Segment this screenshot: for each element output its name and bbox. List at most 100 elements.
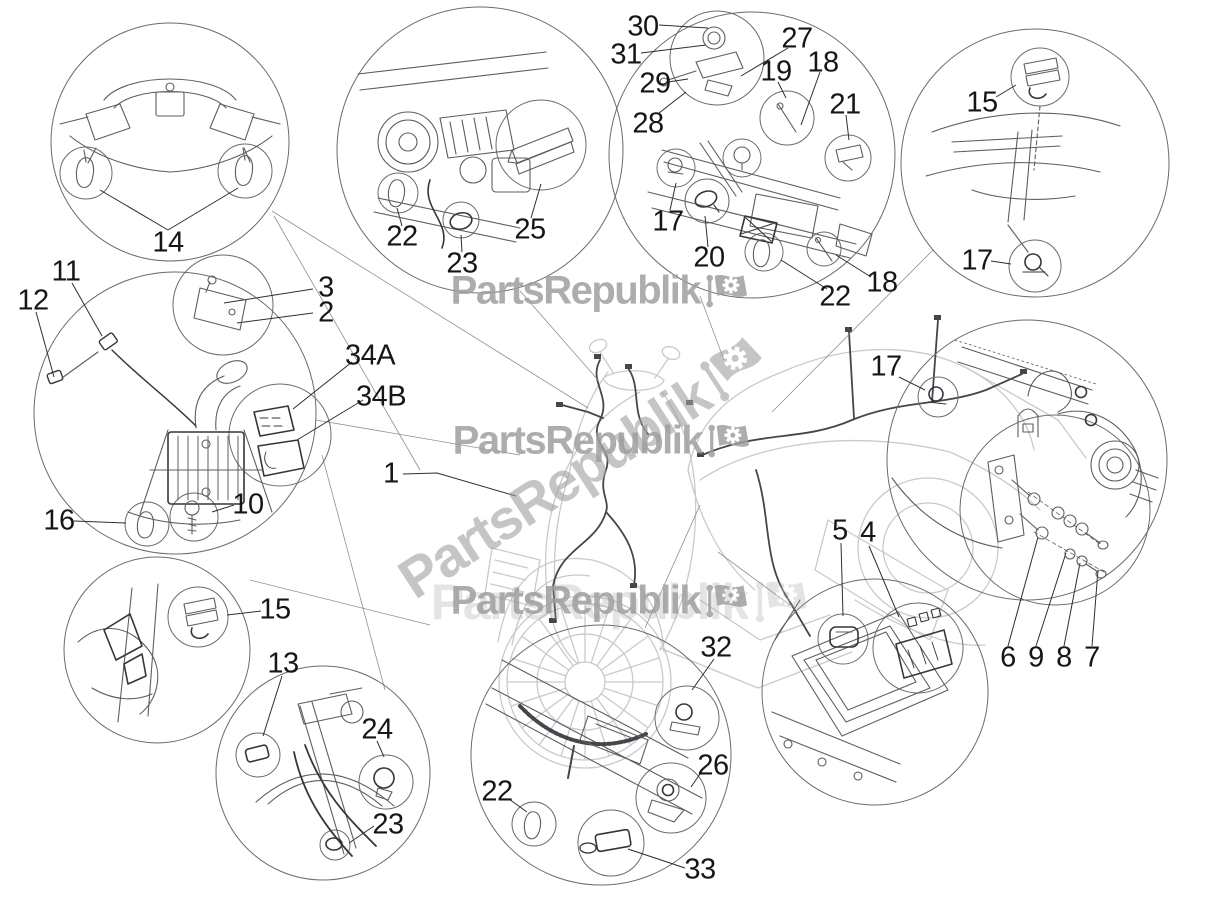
detail-circle bbox=[761, 578, 989, 806]
leader-line bbox=[167, 187, 239, 231]
detail-circle bbox=[217, 143, 273, 199]
grommet-22 bbox=[387, 179, 406, 208]
leader-line bbox=[292, 361, 353, 410]
leader-line bbox=[508, 798, 528, 813]
detail-circle bbox=[511, 801, 557, 847]
detail-circle bbox=[470, 624, 732, 886]
bracket-6 bbox=[987, 454, 1025, 543]
leader-line bbox=[236, 312, 314, 324]
p-clip-17-cowl bbox=[928, 386, 944, 402]
circle-art-handlebar-assembly bbox=[59, 78, 281, 189]
wheel-spoke bbox=[600, 693, 648, 728]
detail-circle bbox=[744, 232, 784, 272]
wiring-harness-art bbox=[549, 315, 1027, 637]
connector-13 bbox=[244, 744, 270, 763]
washer-9 bbox=[1051, 506, 1065, 520]
leader-line bbox=[845, 114, 850, 141]
harness-connectors bbox=[549, 315, 1027, 623]
leader-line bbox=[35, 311, 55, 378]
leader-line bbox=[1091, 569, 1099, 647]
detail-circle bbox=[917, 376, 959, 418]
p-clip-17 bbox=[1024, 253, 1042, 271]
cross-reference-line bbox=[644, 504, 701, 629]
detail-circle bbox=[608, 11, 896, 299]
cross-reference-line bbox=[321, 454, 386, 691]
leader-line bbox=[627, 848, 686, 869]
horn-bracket bbox=[695, 51, 744, 79]
detail-circles-layer bbox=[33, 6, 1170, 886]
leader-line bbox=[402, 472, 517, 497]
leader-line bbox=[211, 504, 235, 513]
detail-circle bbox=[358, 754, 414, 810]
clip-15-front bbox=[183, 597, 217, 615]
leader-line bbox=[868, 545, 900, 618]
detail-circle bbox=[336, 6, 624, 294]
leader-line bbox=[840, 542, 844, 617]
clip-23-fork bbox=[325, 837, 343, 851]
leader-line bbox=[223, 288, 314, 304]
p-clip-32 bbox=[675, 703, 693, 721]
connector-34B bbox=[257, 439, 305, 477]
screw-10 bbox=[184, 500, 200, 516]
conduit bbox=[518, 704, 648, 746]
leader-line bbox=[658, 91, 687, 114]
ignition-coil bbox=[739, 215, 778, 244]
leader-line bbox=[691, 658, 715, 691]
connector-12 bbox=[46, 369, 64, 385]
cross-reference-lines bbox=[249, 210, 934, 691]
detail-circle bbox=[169, 492, 219, 542]
detail-circle bbox=[59, 146, 113, 200]
detail-circle bbox=[124, 501, 170, 547]
leader-line bbox=[99, 189, 169, 231]
leader-line bbox=[376, 740, 385, 758]
cross-reference-line bbox=[273, 215, 421, 471]
detail-circle bbox=[684, 178, 730, 224]
detail-circle bbox=[319, 829, 351, 861]
bracket-2 bbox=[193, 287, 247, 331]
leader-line bbox=[262, 675, 283, 737]
fuse-box-4 bbox=[895, 629, 953, 679]
detail-circle bbox=[654, 685, 720, 751]
wheel-spoke bbox=[590, 700, 610, 756]
detail-circle bbox=[228, 383, 332, 487]
wheel-spoke bbox=[596, 619, 631, 667]
scooter-ghost-art bbox=[484, 338, 1087, 769]
detail-circle bbox=[669, 10, 765, 106]
grommet-22-rear bbox=[752, 239, 771, 268]
detail-circle bbox=[824, 134, 872, 182]
sensor-24 bbox=[373, 767, 395, 789]
leader-line bbox=[690, 773, 701, 788]
detail-circle bbox=[886, 319, 1168, 601]
circle-art-ecu-regulator bbox=[46, 275, 305, 539]
wheel-spoke bbox=[522, 693, 570, 728]
battery-tray bbox=[791, 611, 949, 737]
circle-art-battery-compartment bbox=[771, 599, 953, 783]
mirror-left bbox=[588, 338, 608, 354]
cross-reference-line bbox=[699, 295, 725, 361]
leader-line bbox=[658, 24, 709, 29]
voltage-regulator bbox=[167, 431, 245, 505]
detail-circle bbox=[722, 138, 762, 178]
leader-line bbox=[669, 182, 677, 211]
circle-art-underbody bbox=[485, 659, 703, 854]
detail-circle bbox=[172, 254, 274, 356]
leader-line bbox=[640, 44, 707, 54]
leader-line bbox=[460, 234, 463, 253]
wheel-spoke bbox=[539, 619, 574, 667]
cross-reference-line bbox=[315, 419, 521, 456]
circle-art-front-fork bbox=[244, 687, 395, 857]
connector-11 bbox=[98, 332, 118, 351]
cross-reference-line bbox=[271, 210, 589, 409]
connector-34A bbox=[253, 405, 295, 437]
radiator-grille bbox=[484, 547, 541, 607]
clip-23 bbox=[449, 211, 473, 231]
mirror-right bbox=[661, 345, 681, 361]
leader-line bbox=[995, 84, 1017, 98]
detail-circle bbox=[215, 665, 431, 881]
cross-reference-line bbox=[519, 290, 599, 381]
circle-art-rear-frame bbox=[647, 26, 873, 268]
detail-circle bbox=[959, 414, 1151, 606]
bracket-25 bbox=[511, 127, 574, 164]
terminal-boot-5 bbox=[829, 626, 859, 648]
